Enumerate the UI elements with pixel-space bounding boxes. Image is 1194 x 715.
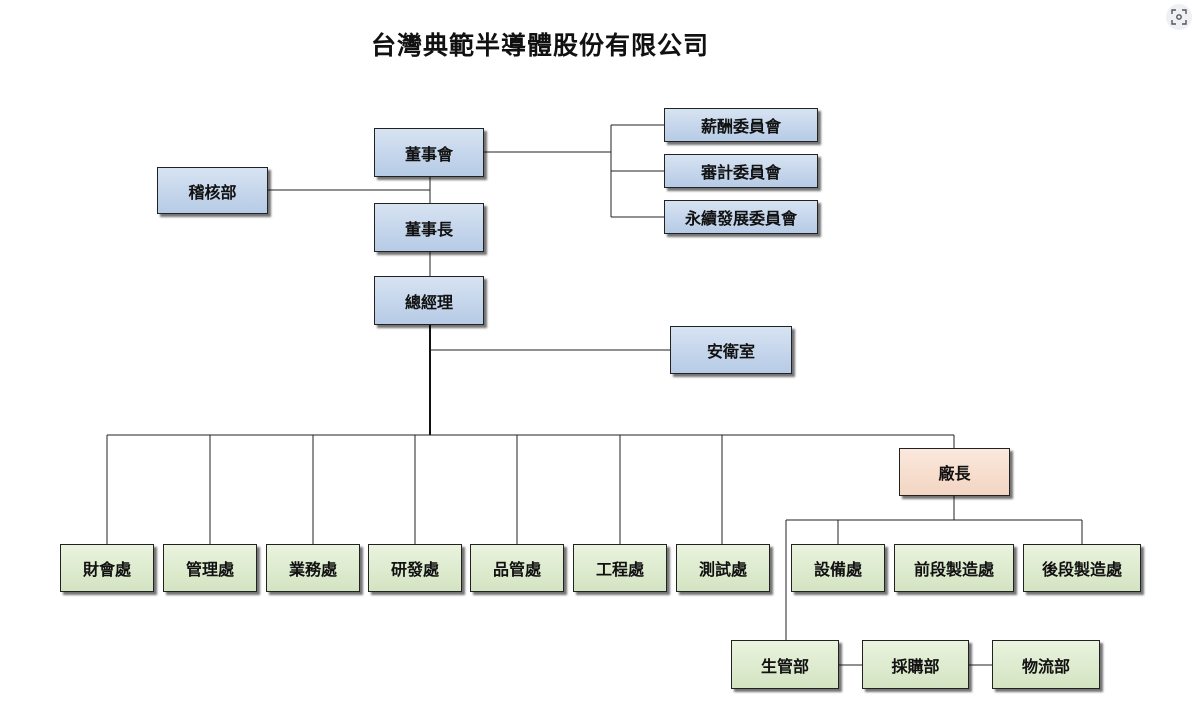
- division-box: 工程處: [573, 544, 667, 592]
- plant-department-box: 採購部: [862, 640, 969, 689]
- board-box: 董事會: [374, 128, 484, 177]
- plant-division-box: 後段製造處: [1023, 544, 1141, 592]
- committee-box: 永續發展委員會: [664, 200, 818, 234]
- general-manager-box: 總經理: [374, 276, 484, 325]
- plant-manager-box: 廠長: [899, 448, 1010, 496]
- division-box: 品管處: [470, 544, 564, 592]
- division-box: 業務處: [266, 544, 360, 592]
- safety-office-box: 安衛室: [670, 326, 792, 374]
- plant-division-box: 前段製造處: [894, 544, 1014, 592]
- division-box: 財會處: [60, 544, 154, 592]
- chart-title: 台灣典範半導體股份有限公司: [370, 31, 709, 60]
- committee-box: 薪酬委員會: [664, 108, 818, 142]
- division-box: 研發處: [368, 544, 462, 592]
- division-box: 測試處: [676, 544, 770, 592]
- plant-division-box: 設備處: [791, 544, 885, 592]
- chairman-box: 董事長: [374, 203, 484, 252]
- scan-icon[interactable]: [1166, 4, 1192, 30]
- scan-icon-glyph: [1171, 9, 1187, 25]
- audit-dept-box: 稽核部: [157, 167, 268, 214]
- plant-department-box: 物流部: [992, 640, 1100, 689]
- division-box: 管理處: [163, 544, 257, 592]
- committee-box: 審計委員會: [664, 154, 818, 188]
- plant-department-box: 生管部: [731, 640, 839, 689]
